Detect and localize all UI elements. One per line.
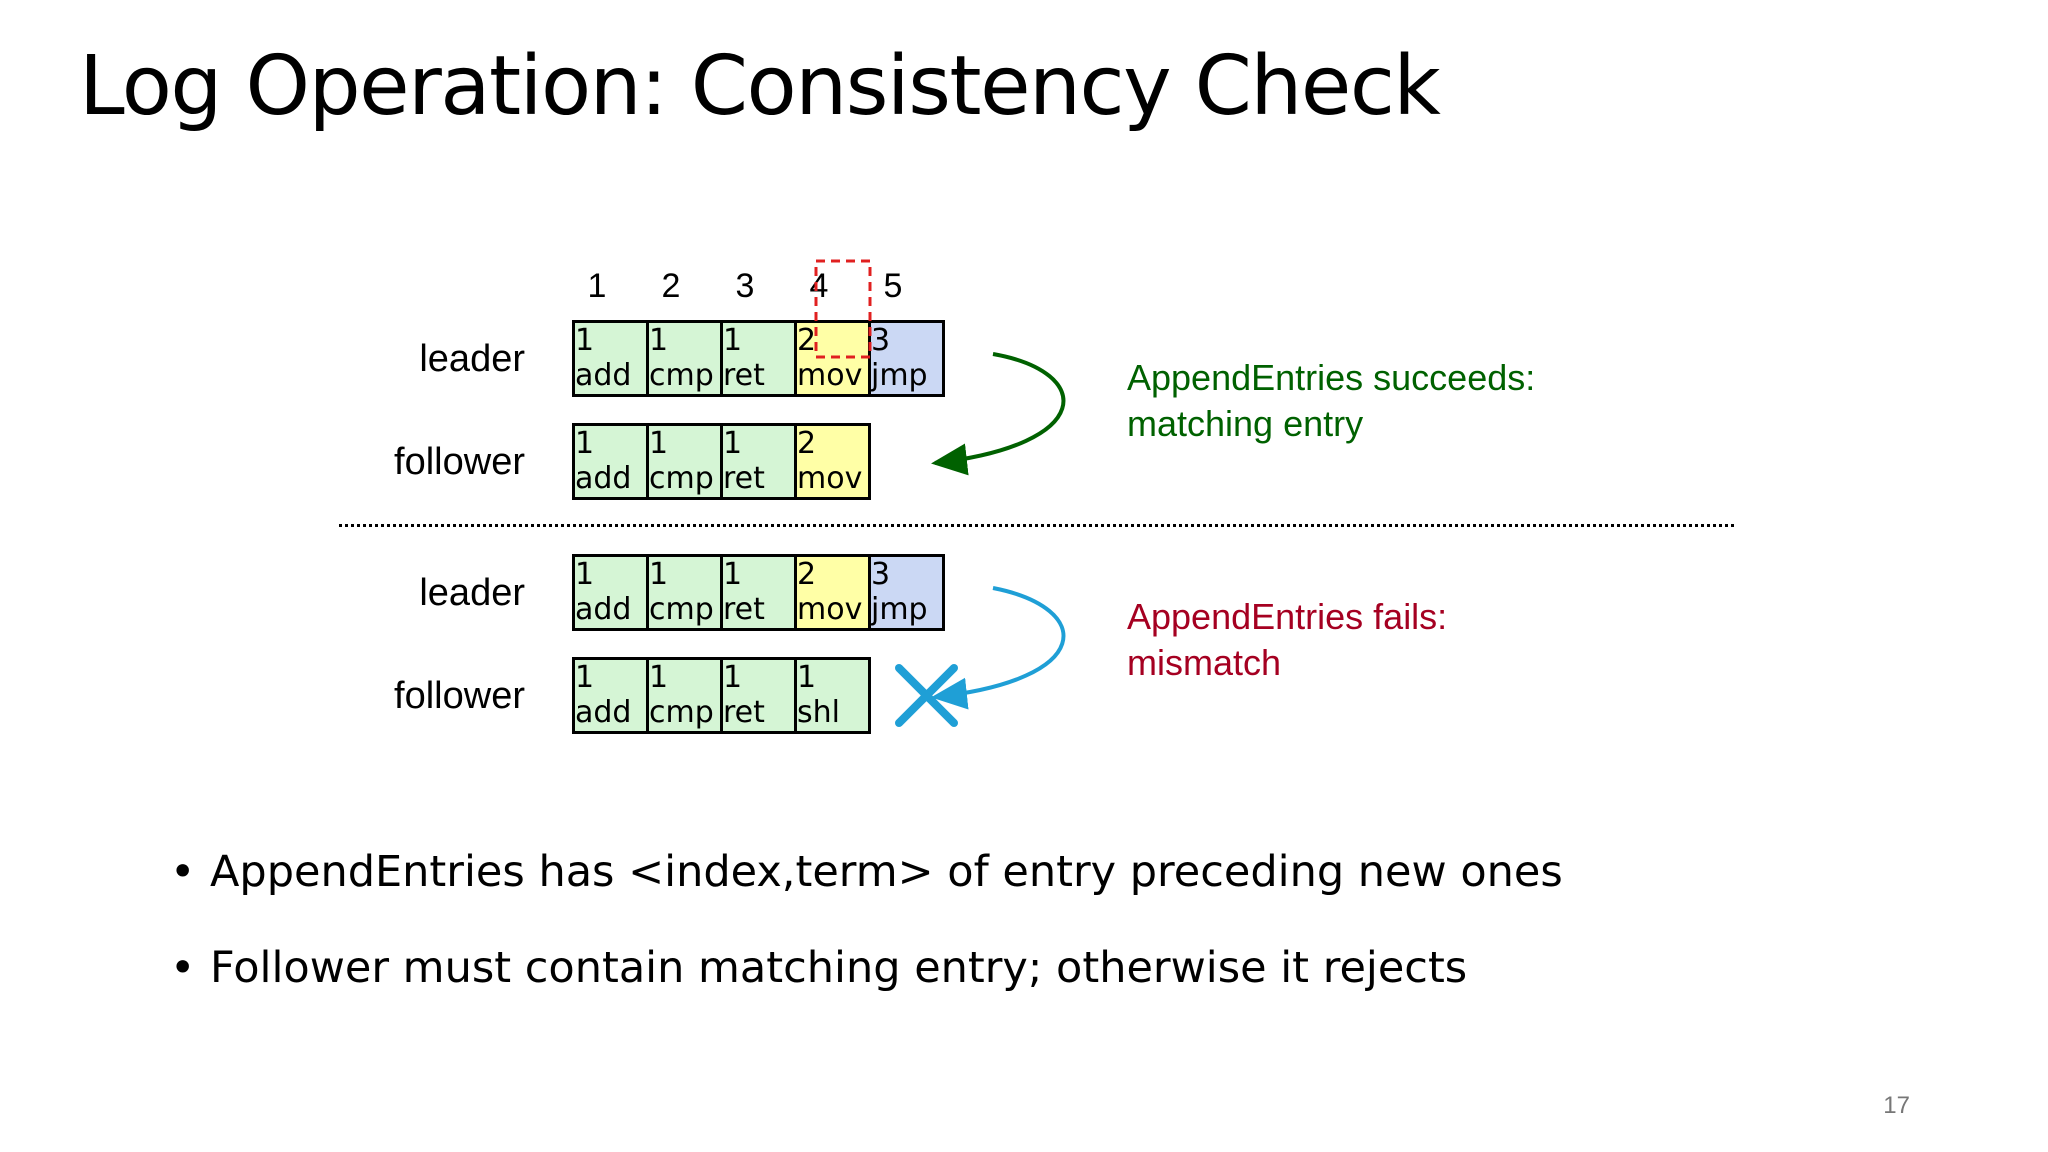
entry-command: cmp xyxy=(649,461,714,496)
entry-command: mov xyxy=(797,592,863,627)
outcome-line: matching entry xyxy=(1127,403,1364,444)
entry-command: ret xyxy=(723,695,765,730)
scenario-divider xyxy=(339,524,1734,527)
bullet-text: Follower must contain matching entry; ot… xyxy=(210,943,1468,993)
entry-term: 1 xyxy=(797,660,817,695)
reject-x-icon xyxy=(895,664,958,727)
leader-label: leader xyxy=(419,572,525,614)
entry-term: 1 xyxy=(649,557,669,592)
entry-command: cmp xyxy=(649,358,714,393)
entry-term: 1 xyxy=(575,660,595,695)
entry-command: mov xyxy=(797,358,863,393)
log-index-5: 5 xyxy=(883,267,903,305)
entry-term: 1 xyxy=(575,426,595,461)
entry-command: jmp xyxy=(871,358,928,393)
success-arrow xyxy=(931,352,1066,476)
entry-command: cmp xyxy=(649,592,714,627)
log-index-2: 2 xyxy=(661,267,681,305)
page-number: 17 xyxy=(1883,1092,1910,1119)
outcome-line: AppendEntries succeeds: xyxy=(1127,357,1536,398)
slide-title: Log Operation: Consistency Check xyxy=(79,39,1441,134)
entry-term: 1 xyxy=(723,660,743,695)
entry-term: 1 xyxy=(723,426,743,461)
log-index-1: 1 xyxy=(587,267,607,305)
entry-term: 2 xyxy=(797,323,817,358)
entry-term: 3 xyxy=(871,557,891,592)
entry-term: 1 xyxy=(723,557,743,592)
entry-command: add xyxy=(575,358,632,393)
follower-label: follower xyxy=(394,675,525,717)
leader-label: leader xyxy=(419,338,525,380)
entry-term: 1 xyxy=(575,557,595,592)
log-index-4: 4 xyxy=(809,267,829,305)
entry-term: 2 xyxy=(797,557,817,592)
entry-term: 1 xyxy=(649,660,669,695)
follower-label: follower xyxy=(394,441,525,483)
entry-command: ret xyxy=(723,358,765,393)
outcome-line: mismatch xyxy=(1127,642,1282,683)
entry-term: 1 xyxy=(649,426,669,461)
bullet-dot: • xyxy=(170,847,196,897)
entry-term: 3 xyxy=(871,323,891,358)
entry-command: add xyxy=(575,461,632,496)
bullet-item: • Follower must contain matching entry; … xyxy=(170,938,1563,1034)
bullet-item: • AppendEntries has <index,term> of entr… xyxy=(170,842,1563,938)
success-outcome-text: AppendEntries succeeds: matching entry xyxy=(1127,355,1535,447)
entry-command: ret xyxy=(723,461,765,496)
entry-command: add xyxy=(575,592,632,627)
entry-term: 2 xyxy=(797,426,817,461)
outcome-line: AppendEntries fails: xyxy=(1127,596,1448,637)
entry-term: 1 xyxy=(723,323,743,358)
highlight-box xyxy=(814,259,872,359)
entry-command: mov xyxy=(797,461,863,496)
bullet-list: • AppendEntries has <index,term> of entr… xyxy=(170,842,1563,1034)
bullet-dot: • xyxy=(170,943,196,993)
entry-command: add xyxy=(575,695,632,730)
entry-term: 1 xyxy=(575,323,595,358)
failure-arrow xyxy=(931,586,1066,710)
failure-outcome-text: AppendEntries fails: mismatch xyxy=(1127,594,1447,686)
entry-command: cmp xyxy=(649,695,714,730)
entry-command: ret xyxy=(723,592,765,627)
entry-command: shl xyxy=(797,695,840,730)
log-index-3: 3 xyxy=(735,267,755,305)
entry-term: 1 xyxy=(649,323,669,358)
entry-command: jmp xyxy=(871,592,928,627)
bullet-text: AppendEntries has <index,term> of entry … xyxy=(210,847,1563,897)
